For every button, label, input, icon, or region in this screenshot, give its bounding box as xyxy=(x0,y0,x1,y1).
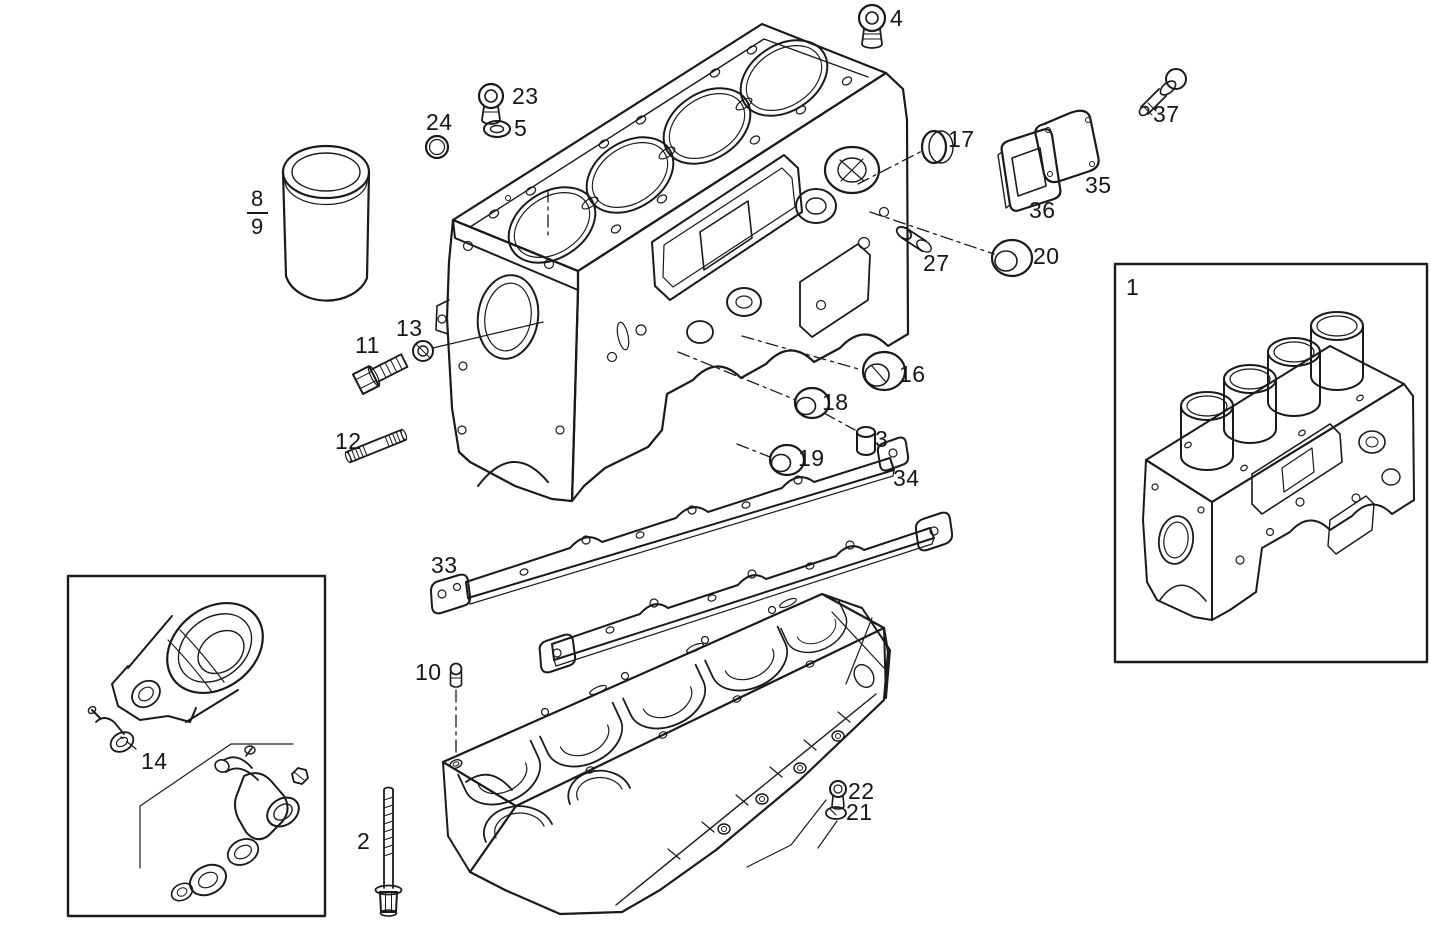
cylinder-liner-drawing xyxy=(281,144,371,302)
callout-liner-bottom: 9 xyxy=(251,214,264,239)
part-2-long-bolt xyxy=(374,786,403,917)
part-37-flange-bolt xyxy=(1138,68,1187,117)
callout-14: 14 xyxy=(141,748,168,774)
inset-block-drawing xyxy=(1142,311,1415,621)
callout-11: 11 xyxy=(355,332,380,358)
inset-deck-holes xyxy=(1184,394,1364,472)
callout-27: 27 xyxy=(923,250,950,276)
part-13-washer xyxy=(412,340,434,362)
oil-jet-fittings-glyph xyxy=(170,745,309,902)
inset-oil-jet-kit xyxy=(66,574,327,918)
callout-5: 5 xyxy=(514,115,528,141)
callout-17: 17 xyxy=(948,126,975,152)
gasket-33-holes xyxy=(519,475,803,576)
part-5-washer xyxy=(483,120,511,138)
callout-22: 22 xyxy=(848,778,875,804)
gasket-34-holes xyxy=(605,540,855,634)
callout-10: 10 xyxy=(415,659,442,685)
callout-34: 34 xyxy=(893,465,920,491)
callout-36: 36 xyxy=(1029,197,1056,223)
callout-33: 33 xyxy=(431,552,458,578)
callout-3: 3 xyxy=(875,426,889,452)
oil-jet-bracket-line xyxy=(139,743,294,869)
callout-21: 21 xyxy=(846,799,873,825)
part-21-washer xyxy=(825,806,847,820)
part-22-screw-plug xyxy=(829,780,847,810)
callout-24: 24 xyxy=(426,109,453,135)
part-11-hex-bolt xyxy=(351,353,409,395)
callout-8-9: 8 9 xyxy=(247,188,268,238)
part-10-dome-plug xyxy=(449,662,463,688)
front-bearing-bores xyxy=(483,769,631,843)
part-27-dowel-pin xyxy=(895,226,932,253)
crankcase-top-holes xyxy=(540,597,815,774)
part-19-bushing xyxy=(768,443,806,477)
part-12-stud xyxy=(344,428,408,464)
part-36-cover-gasket xyxy=(997,128,1062,212)
leader-lines xyxy=(432,149,995,868)
part-4-socket-plug xyxy=(857,3,887,49)
callout-12: 12 xyxy=(335,428,362,454)
oil-jet-nozzle-glyph xyxy=(87,705,135,753)
oil-jet-housing-glyph xyxy=(111,601,264,723)
part-20-bushing xyxy=(990,238,1034,278)
part-24-o-ring xyxy=(424,134,450,160)
part-3-cup-plug xyxy=(856,426,876,456)
part-18-bushing xyxy=(793,386,831,420)
callout-2: 2 xyxy=(357,828,371,854)
callout-13: 13 xyxy=(396,315,423,341)
crankcase-drawing xyxy=(441,592,891,916)
leader-14 xyxy=(120,736,137,750)
callout-35: 35 xyxy=(1085,172,1112,198)
callout-18: 18 xyxy=(822,389,849,415)
callout-20: 20 xyxy=(1033,243,1060,269)
side-face-bosses xyxy=(606,145,890,363)
callout-4: 4 xyxy=(890,5,904,31)
part-17-cup-plug xyxy=(920,129,954,165)
callout-37: 37 xyxy=(1153,101,1180,127)
gasket-strip-34 xyxy=(538,511,954,674)
inset-liners xyxy=(1180,311,1364,471)
cylinder-block-drawing xyxy=(435,22,910,503)
deck-bolt-holes xyxy=(488,45,853,234)
callout-23: 23 xyxy=(512,83,539,109)
inset-block-assembly xyxy=(1113,262,1429,664)
bearing-arches xyxy=(457,600,848,806)
callout-1: 1 xyxy=(1126,274,1140,300)
oil-pan-rail xyxy=(615,693,877,906)
gasket-strip-33 xyxy=(430,436,910,615)
callout-19: 19 xyxy=(798,445,825,471)
callout-16: 16 xyxy=(899,361,926,387)
part-16-bushing xyxy=(861,350,907,392)
front-face-holes xyxy=(457,240,565,435)
callout-liner-top: 8 xyxy=(247,188,268,214)
